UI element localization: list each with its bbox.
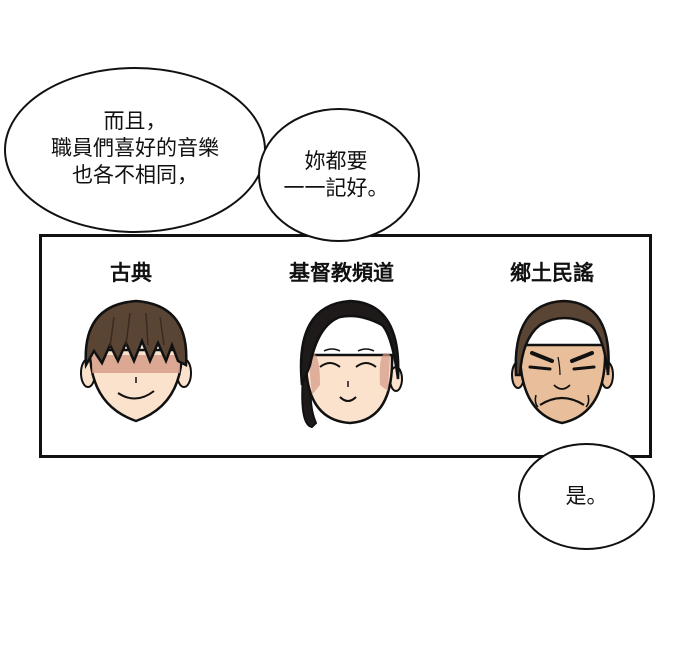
speech-bubble-left-text: 而且， 職員們喜好的音樂 也各不相同， (51, 108, 219, 187)
comic-panel: 古典 基督教頻道 鄉土民謠 (39, 234, 652, 458)
woman-face-icon (299, 299, 403, 429)
label-folk-songs: 鄉土民謠 (510, 260, 594, 285)
label-christian-channel: 基督教頻道 (289, 260, 394, 285)
speech-bubble-bottom: 是。 (518, 443, 655, 550)
speech-bubble-middle: 妳都要 一一記好。 (258, 108, 420, 242)
label-classical: 古典 (110, 260, 152, 285)
speech-bubble-left: 而且， 職員們喜好的音樂 也各不相同， (4, 67, 266, 233)
boy-face-icon (80, 299, 192, 423)
man-face-icon (511, 299, 614, 425)
speech-bubble-middle-text: 妳都要 一一記好。 (283, 149, 389, 200)
speech-bubble-bottom-text: 是。 (565, 484, 608, 508)
